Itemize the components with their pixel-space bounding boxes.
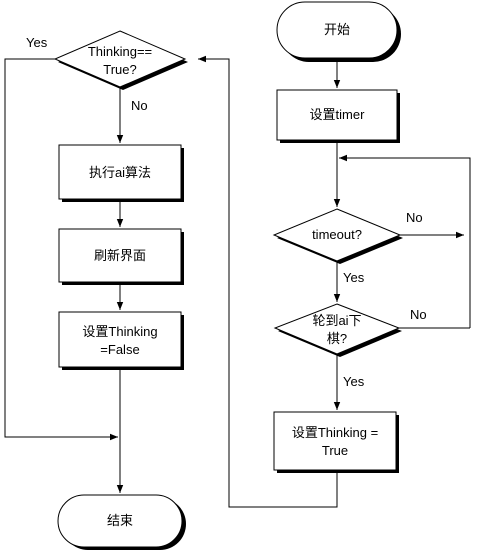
node-thinking-decision: Thinking== True? (53, 30, 188, 90)
edge-set-true-to-thinking-q (198, 55, 338, 508)
node-refresh-ui: 刷新界面 (58, 228, 184, 285)
node-timeout-label: timeout? (312, 227, 362, 242)
node-set-timer: 设置timer (276, 89, 400, 143)
node-start-label: 开始 (324, 22, 350, 37)
node-thinking-label-line1: Thinking== (88, 44, 152, 59)
node-turn-decision: 轮到ai下 棋? (273, 303, 402, 357)
label-timeout-no: No (406, 210, 423, 225)
node-run-ai: 执行ai算法 (58, 144, 184, 202)
node-set-thinking-true: 设置Thinking = True (273, 411, 399, 473)
label-thinking-no: No (131, 98, 148, 113)
node-refresh-ui-label: 刷新界面 (94, 248, 146, 263)
node-set-false-line2: =False (100, 342, 139, 357)
label-turn-yes: Yes (343, 374, 365, 389)
edges (4, 55, 471, 508)
label-timeout-yes: Yes (343, 270, 365, 285)
edge-loop-back-to-timer-line (339, 154, 471, 328)
node-set-true-line2: True (322, 443, 348, 458)
label-thinking-yes: Yes (26, 35, 48, 50)
edge-thinking-yes-to-end (4, 58, 118, 441)
node-start: 开始 (276, 1, 401, 62)
node-set-false-line1: 设置Thinking (82, 324, 157, 339)
node-turn-label-line2: 棋? (327, 331, 347, 346)
node-run-ai-label: 执行ai算法 (89, 165, 151, 180)
node-thinking-label-line2: True? (103, 62, 136, 77)
node-set-thinking-false: 设置Thinking =False (58, 311, 184, 370)
node-set-timer-label: 设置timer (310, 107, 366, 122)
node-end: 结束 (57, 494, 186, 550)
node-timeout-decision: timeout? (272, 208, 403, 264)
label-turn-no: No (410, 307, 427, 322)
node-turn-label-line1: 轮到ai下 (312, 313, 361, 328)
node-set-true-line1: 设置Thinking = (292, 425, 378, 440)
node-end-label: 结束 (107, 513, 133, 528)
